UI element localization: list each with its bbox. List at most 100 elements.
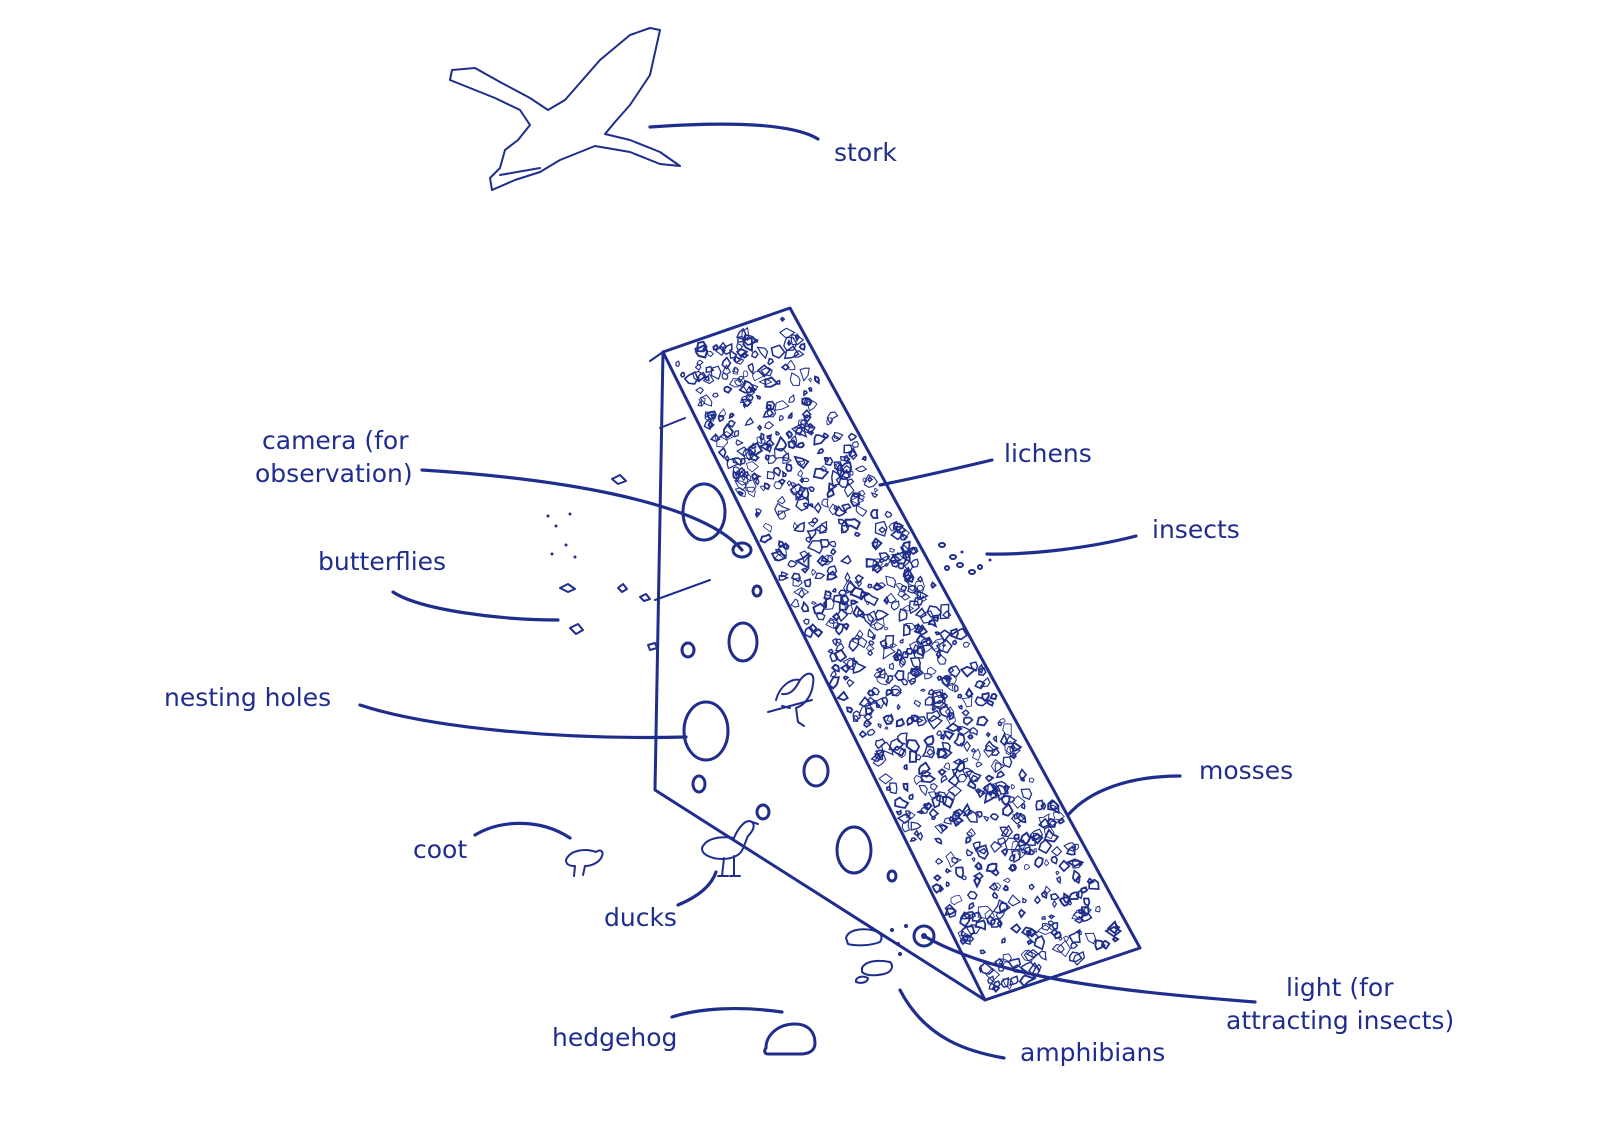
texture-blob: [754, 476, 760, 486]
texture-blob: [919, 636, 931, 647]
texture-blob: [937, 768, 947, 777]
texture-blob: [964, 769, 982, 783]
texture-blob: [759, 485, 766, 492]
texture-blob: [773, 435, 788, 452]
texture-blob: [890, 684, 903, 697]
texture-blob: [712, 343, 719, 351]
texture-blob: [815, 611, 826, 621]
texture-blob: [936, 748, 948, 759]
texture-blob: [988, 882, 999, 892]
texture-blob: [920, 770, 932, 778]
texture-blob: [767, 357, 775, 366]
texture-blob: [799, 367, 810, 382]
hedgehog-icon: [763, 1022, 817, 1056]
texture-blob: [774, 400, 790, 411]
texture-blob: [875, 701, 881, 709]
texture-blob: [1020, 788, 1033, 801]
texture-blob: [822, 432, 830, 439]
texture-blob: [1050, 845, 1063, 857]
texture-blob: [807, 377, 812, 383]
texture-blob: [745, 461, 760, 473]
texture-blob: [764, 454, 770, 461]
texture-blob: [1000, 847, 1009, 857]
texture-blob: [807, 520, 817, 528]
texture-blob: [900, 592, 911, 601]
texture-blob: [803, 390, 808, 397]
texture-blob: [744, 479, 757, 493]
texture-blob: [1040, 801, 1047, 811]
texture-blob: [747, 362, 755, 376]
texture-blob: [787, 411, 793, 419]
texture-blob: [864, 719, 872, 725]
texture-blob: [722, 422, 735, 439]
texture-blob: [918, 785, 928, 797]
texture-blob: [737, 490, 745, 497]
texture-blob: [894, 796, 910, 809]
texture-blob: [1004, 837, 1020, 851]
texture-blob: [982, 782, 998, 797]
texture-blob: [870, 509, 879, 519]
texture-blob: [855, 504, 868, 517]
texture-blob: [861, 613, 875, 627]
texture-blob: [1075, 873, 1081, 885]
texture-blob: [957, 930, 970, 942]
texture-blob: [976, 715, 989, 727]
texture-blob: [1034, 856, 1044, 869]
texture-blob: [779, 327, 796, 340]
texture-blob: [749, 450, 760, 462]
texture-blob: [823, 599, 828, 609]
texture-blob: [816, 447, 825, 455]
texture-blob: [955, 866, 965, 880]
texture-blob: [985, 967, 1001, 982]
texture-blob: [936, 675, 942, 682]
texture-blob: [970, 774, 980, 784]
texture-blob: [810, 517, 819, 524]
texture-blob: [938, 884, 945, 893]
texture-blob: [835, 638, 842, 644]
texture-blob: [1065, 858, 1085, 868]
texture-blob: [758, 378, 773, 386]
texture-blob: [902, 623, 911, 637]
texture-blob: [965, 848, 974, 857]
texture-blob: [995, 770, 1006, 778]
texture-blob: [823, 589, 832, 601]
texture-blob: [1010, 783, 1015, 790]
texture-blob: [779, 414, 784, 422]
texture-blob: [697, 399, 703, 407]
texture-blob: [891, 688, 903, 697]
texture-blob: [1002, 802, 1014, 817]
texture-blob: [1028, 883, 1035, 891]
texture-blob: [833, 504, 838, 511]
texture-blob: [679, 371, 686, 378]
texture-blob: [1033, 848, 1037, 853]
texture-blob: [842, 675, 850, 681]
texture-blob: [793, 349, 805, 358]
texture-blob: [923, 734, 935, 746]
texture-blob: [972, 871, 984, 881]
texture-blob: [728, 412, 735, 420]
texture-blob: [926, 709, 942, 723]
texture-blob: [924, 696, 936, 706]
texture-blob: [695, 386, 704, 395]
texture-blob: [925, 636, 933, 647]
texture-blob: [952, 639, 958, 646]
texture-blob: [1009, 863, 1018, 872]
texture-blob: [977, 663, 984, 675]
texture-blob: [863, 592, 879, 607]
texture-blob: [1023, 949, 1038, 962]
texture-blob: [960, 925, 976, 938]
texture-blob: [941, 643, 947, 648]
texture-blob: [742, 336, 754, 353]
texture-blob: [936, 653, 947, 665]
texture-blob: [1049, 804, 1057, 811]
texture-blob: [863, 474, 879, 489]
texture-blob: [996, 919, 1003, 929]
texture-blob: [953, 684, 959, 693]
texture-blob: [717, 414, 725, 423]
texture-blob: [966, 779, 977, 790]
texture-blob: [950, 894, 963, 906]
texture-blob: [826, 488, 835, 499]
texture-blob: [840, 468, 851, 481]
texture-blob: [930, 581, 937, 590]
